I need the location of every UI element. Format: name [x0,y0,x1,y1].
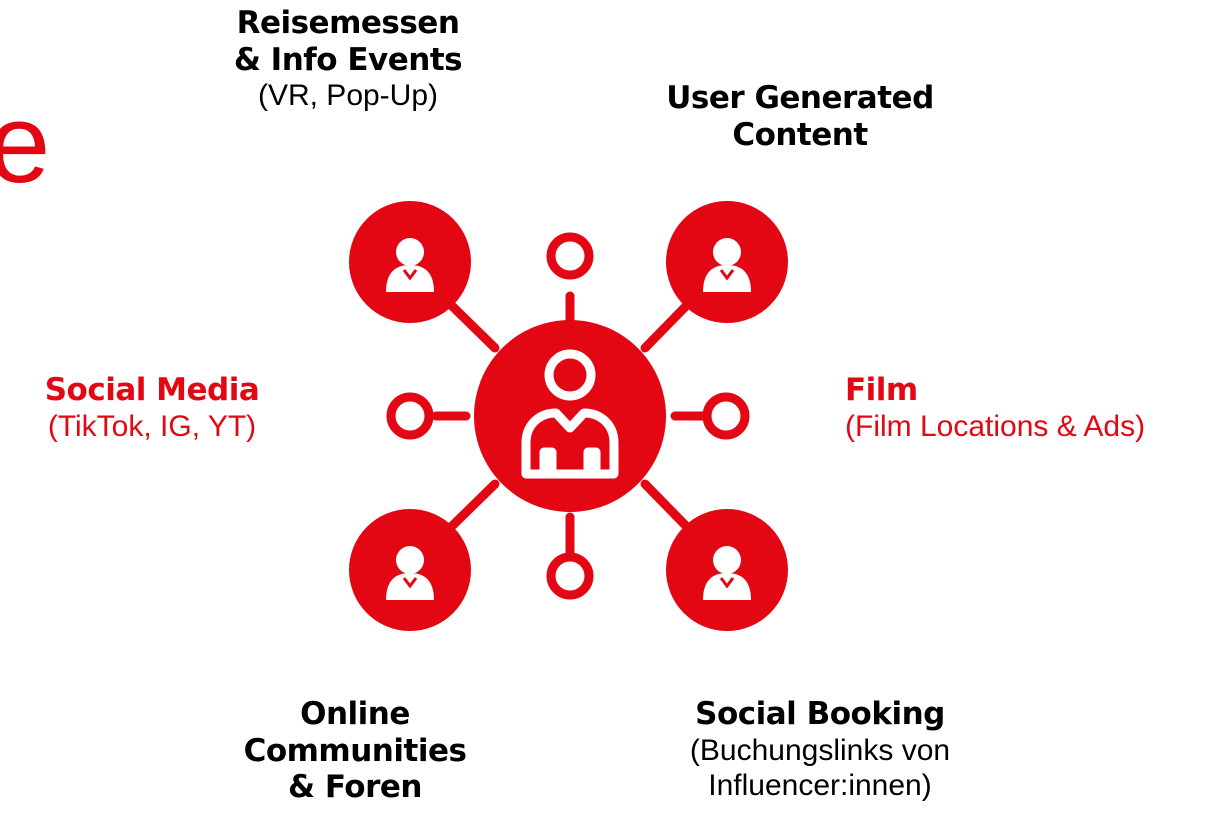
label-online-communities-title-2: Communities [243,732,467,769]
label-social-media-title: Social Media [44,372,260,408]
label-film: Film (Film Locations & Ads) [845,372,1215,444]
label-reisemessen-title-1: Reisemessen [236,5,460,41]
label-film-subtitle: (Film Locations & Ads) [845,409,1146,443]
connector-node-top [546,232,594,280]
connector-top-left [443,297,500,353]
label-online-communities: Online Communities & Foren [205,696,505,806]
connector-bottom-right [640,479,695,535]
label-reisemessen-title-2: & Info Events [233,41,463,78]
label-ugc-title-2: Content [732,116,868,153]
connector-lines [431,291,710,559]
label-online-communities-title-3: & Foren [288,769,422,806]
connector-node-right [702,392,750,440]
connector-node-left [386,392,434,440]
label-social-booking: Social Booking (Buchungslinks von Influe… [630,696,1010,803]
center-node [474,320,666,512]
satellite-bottom-right [666,509,788,631]
person-icon [521,349,619,479]
label-social-media: Social Media (TikTok, IG, YT) [2,372,302,444]
label-user-generated-content: User Generated Content [610,80,990,153]
connector-node-bottom [546,552,594,600]
partial-title-glyph: e [0,81,51,206]
label-film-title: Film [845,372,918,408]
label-social-booking-subtitle-1: (Buchungslinks von [689,733,951,767]
satellite-top-left [349,201,471,323]
satellite-bottom-left [349,509,471,631]
label-reisemessen-subtitle: (VR, Pop-Up) [257,79,439,113]
connector-top-right [640,297,695,353]
label-online-communities-title-1: Online [300,696,410,732]
connector-bottom-left [443,479,500,535]
label-social-booking-title: Social Booking [695,696,945,732]
label-social-booking-subtitle-2: Influencer:innen) [708,768,932,802]
label-social-media-subtitle: (TikTok, IG, YT) [47,409,257,443]
label-reisemessen: Reisemessen & Info Events (VR, Pop-Up) [188,5,508,114]
satellite-top-right [666,201,788,323]
label-ugc-title-1: User Generated [666,80,934,116]
